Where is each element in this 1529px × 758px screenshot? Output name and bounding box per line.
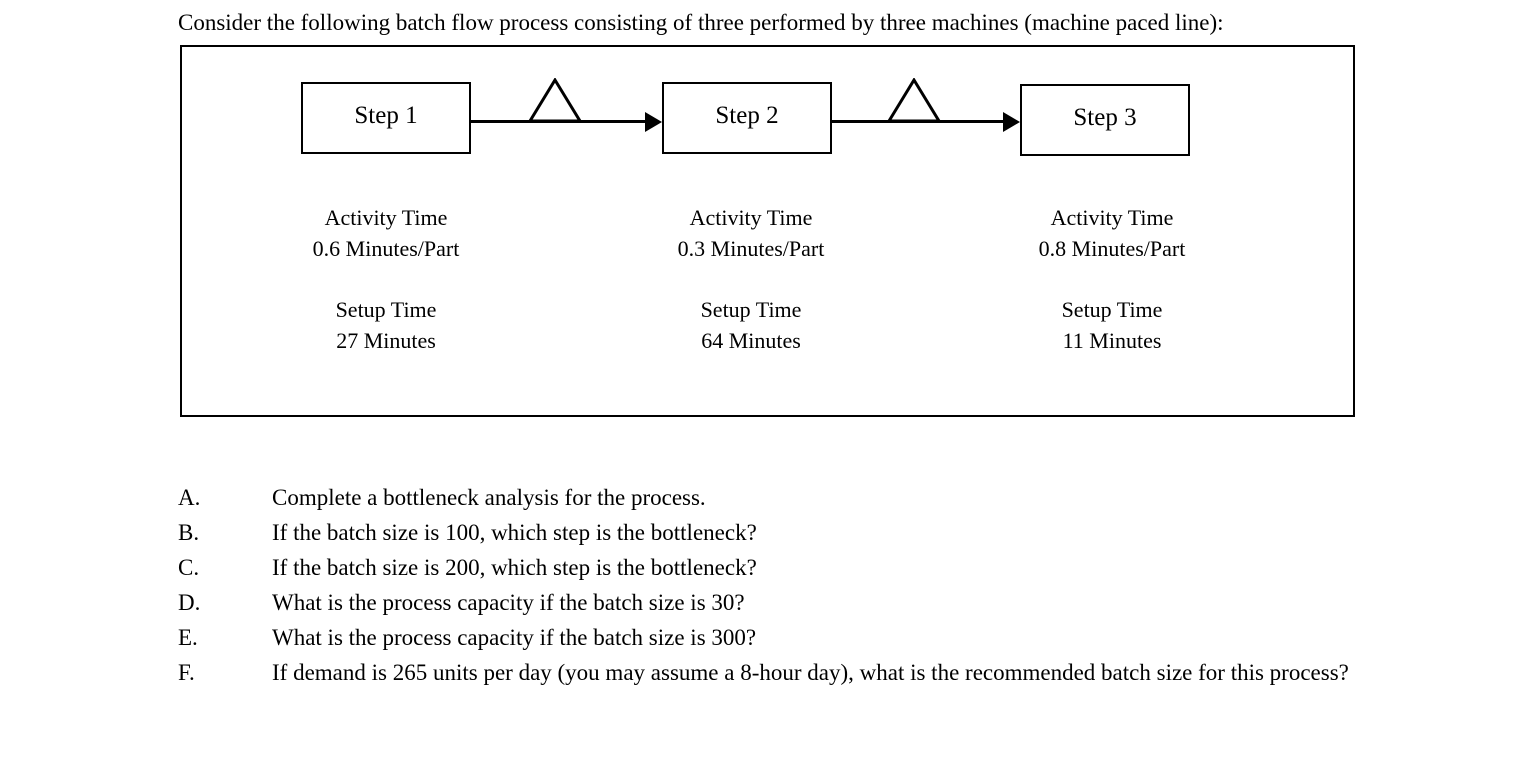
question-text-e: What is the process capacity if the batc…	[272, 625, 757, 650]
process-step-box-2: Step 2	[662, 82, 832, 154]
question-marker-d: D.	[178, 590, 201, 615]
process-step-box-1: Step 1	[301, 82, 471, 154]
question-marker-e: E.	[178, 625, 198, 650]
question-text-f: If demand is 265 units per day (you may …	[272, 660, 1349, 685]
activity-time-label-1: Activity Time	[324, 205, 448, 230]
question-list: A. Complete a bottleneck analysis for th…	[178, 480, 1508, 690]
question-item-d: D. What is the process capacity if the b…	[178, 585, 1508, 620]
arrow-right-icon	[1003, 112, 1020, 132]
buffer-triangle-icon	[528, 78, 582, 123]
process-step-times-3: Activity Time 0.8 Minutes/Part Setup Tim…	[982, 202, 1242, 356]
question-text-c: If the batch size is 200, which step is …	[272, 555, 757, 580]
process-diagram-frame: Step 1 Step 2 Step 3 Activity Time 0.6 M…	[180, 45, 1355, 417]
activity-time-label-2: Activity Time	[689, 205, 813, 230]
question-marker-f: F.	[178, 660, 195, 685]
question-item-f: F. If demand is 265 units per day (you m…	[178, 655, 1508, 690]
setup-time-label-2: Setup Time	[700, 297, 802, 322]
process-step-box-3: Step 3	[1020, 84, 1190, 156]
arrow-right-icon	[645, 112, 662, 132]
process-step-label-3: Step 3	[1073, 103, 1137, 131]
setup-time-label-1: Setup Time	[335, 297, 437, 322]
times-spacer	[982, 264, 1242, 294]
question-text-a: Complete a bottleneck analysis for the p…	[272, 485, 706, 510]
question-item-e: E. What is the process capacity if the b…	[178, 620, 1508, 655]
intro-paragraph: Consider the following batch flow proces…	[178, 10, 1224, 35]
process-step-label-1: Step 1	[354, 101, 418, 129]
times-spacer	[621, 264, 881, 294]
process-step-label-2: Step 2	[715, 101, 779, 129]
process-connector-2	[830, 78, 1020, 147]
setup-time-value-3: 11 Minutes	[1062, 328, 1162, 353]
question-text-d: What is the process capacity if the batc…	[272, 590, 745, 615]
activity-time-value-3: 0.8 Minutes/Part	[1038, 236, 1186, 261]
question-item-c: C. If the batch size is 200, which step …	[178, 550, 1508, 585]
question-marker-a: A.	[178, 485, 201, 510]
process-connector-1	[471, 78, 662, 147]
activity-time-value-1: 0.6 Minutes/Part	[312, 236, 460, 261]
setup-time-label-3: Setup Time	[1061, 297, 1163, 322]
question-marker-b: B.	[178, 520, 200, 545]
times-spacer	[256, 264, 516, 294]
question-text-b: If the batch size is 100, which step is …	[272, 520, 757, 545]
activity-time-label-3: Activity Time	[1050, 205, 1174, 230]
setup-time-value-1: 27 Minutes	[336, 328, 436, 353]
setup-time-value-2: 64 Minutes	[701, 328, 801, 353]
activity-time-value-2: 0.3 Minutes/Part	[677, 236, 825, 261]
process-step-times-1: Activity Time 0.6 Minutes/Part Setup Tim…	[256, 202, 516, 356]
buffer-triangle-icon	[887, 78, 941, 123]
question-marker-c: C.	[178, 555, 200, 580]
process-step-times-2: Activity Time 0.3 Minutes/Part Setup Tim…	[621, 202, 881, 356]
question-item-a: A. Complete a bottleneck analysis for th…	[178, 480, 1508, 515]
question-item-b: B. If the batch size is 100, which step …	[178, 515, 1508, 550]
